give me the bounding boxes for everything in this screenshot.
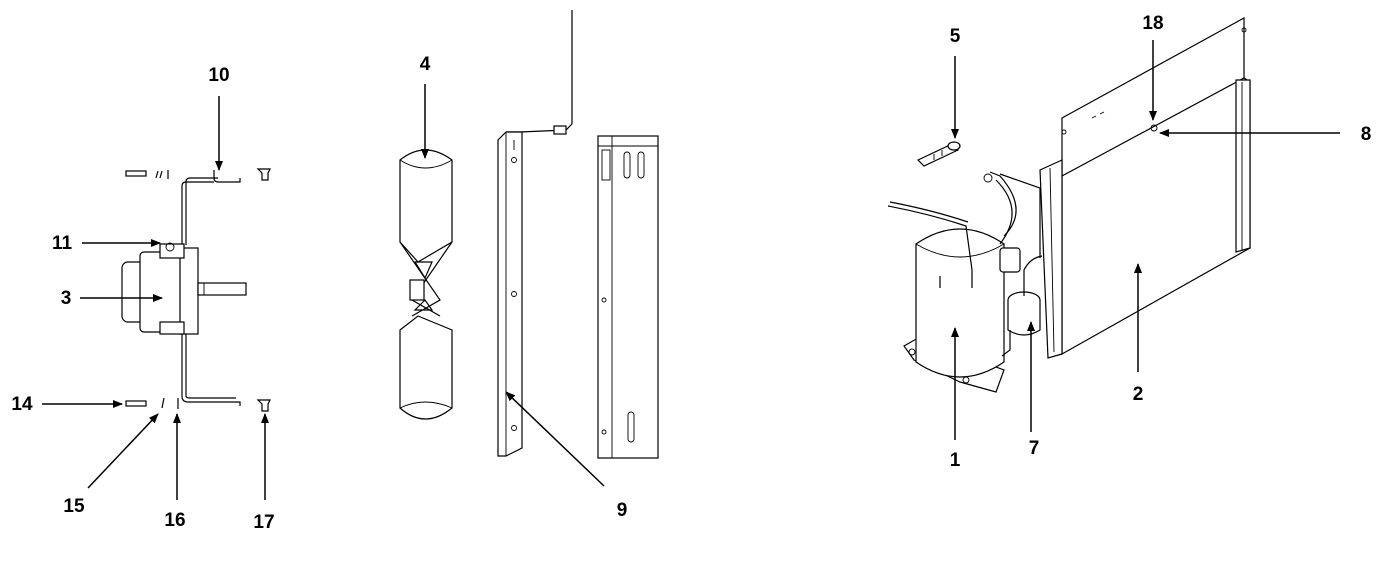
- callout-3: 3: [61, 288, 72, 309]
- callout-15: 15: [63, 496, 85, 517]
- motor-shaft: [197, 282, 247, 296]
- condenser-coil: [1039, 16, 1251, 359]
- fan-shroud: [497, 10, 573, 457]
- motor-clamp-top: [159, 243, 185, 259]
- callout-14: 14: [11, 394, 33, 415]
- motor-mount-plate: [179, 247, 199, 335]
- callout-2: 2: [1133, 384, 1144, 405]
- callout-7: 7: [1029, 438, 1040, 459]
- callout-8: 8: [1361, 124, 1372, 145]
- callout-4: 4: [420, 54, 431, 75]
- grommet-top: [256, 168, 271, 181]
- fan-hub: [409, 279, 425, 301]
- compressor: [887, 171, 1041, 393]
- side-panel: [597, 135, 659, 459]
- fan-blade: [399, 149, 453, 420]
- callout-16: 16: [164, 510, 185, 531]
- callout-10: 10: [208, 65, 229, 86]
- callout-17: 17: [253, 512, 274, 533]
- fan-motor-assembly: [121, 168, 271, 412]
- callout-5: 5: [950, 26, 961, 47]
- upper-bracket: [213, 170, 241, 183]
- callout-18: 18: [1142, 13, 1163, 34]
- service-valve: [916, 141, 961, 167]
- callout-9: 9: [617, 500, 628, 521]
- motor-clamp-bottom: [159, 321, 185, 335]
- screw-bottom: [125, 400, 147, 407]
- screw-top: [125, 170, 147, 177]
- callout-1: 1: [950, 450, 961, 471]
- leader-lines: [42, 40, 1340, 500]
- grommet-bottom: [256, 399, 271, 412]
- callout-11: 11: [52, 233, 73, 254]
